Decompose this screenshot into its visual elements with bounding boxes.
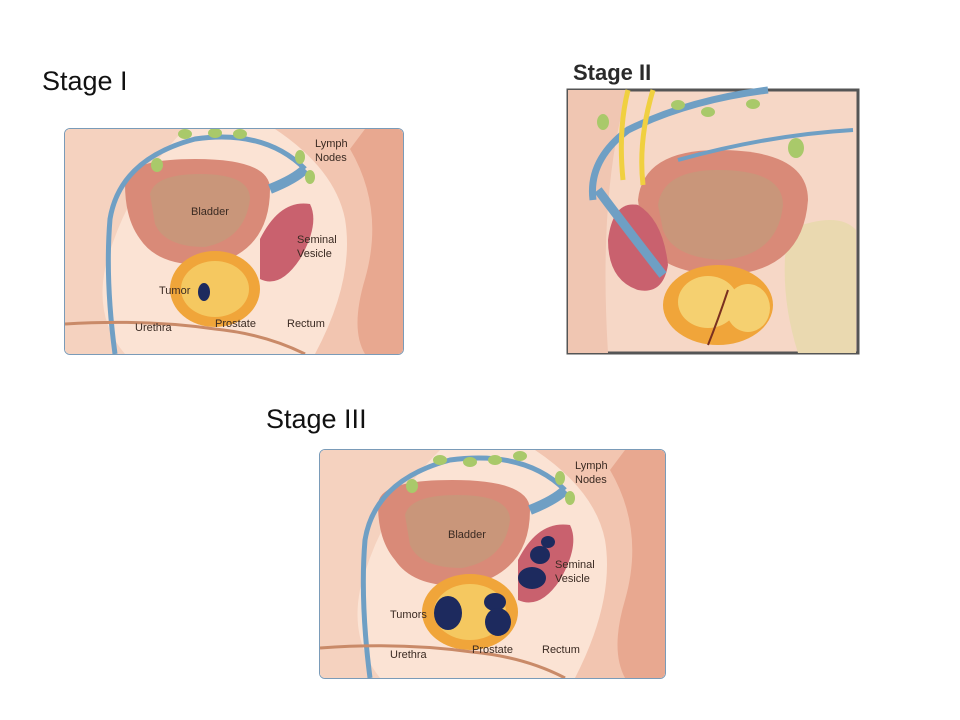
tumors-shape bbox=[434, 536, 555, 636]
label-bladder: Bladder bbox=[448, 529, 486, 541]
stage-3-heading: Stage III bbox=[266, 404, 367, 434]
label-lymph-1: Lymph bbox=[315, 138, 348, 150]
label-urethra: Urethra bbox=[390, 649, 428, 661]
label-prostate: Prostate bbox=[215, 318, 256, 330]
lymph-nodes-shape bbox=[406, 451, 575, 505]
stage-1-heading: Stage I bbox=[42, 66, 128, 96]
vessel-shape bbox=[105, 134, 307, 354]
label-seminal-2: Vesicle bbox=[555, 573, 590, 585]
lymph-nodes-shape bbox=[151, 129, 315, 184]
vessel-shape bbox=[360, 455, 567, 678]
tissue-shape bbox=[784, 220, 856, 353]
tumor-shape bbox=[198, 283, 210, 301]
label-prostate: Prostate bbox=[472, 644, 513, 656]
label-lymph-1: Lymph bbox=[575, 460, 608, 472]
label-tumor: Tumor bbox=[159, 285, 191, 297]
stage-2-illustration: Stage II bbox=[565, 56, 861, 356]
label-lymph-2: Nodes bbox=[315, 152, 347, 164]
stage-1-illustration: Lymph Nodes Bladder Seminal Vesicle Tumo… bbox=[64, 128, 404, 355]
vessel-shape bbox=[588, 86, 769, 201]
label-lymph-2: Nodes bbox=[575, 474, 607, 486]
stage-3-anatomy-diagram: Lymph Nodes Bladder Seminal Vesicle Tumo… bbox=[320, 450, 665, 678]
seminal-vesicle-shape bbox=[260, 203, 314, 282]
label-seminal-1: Seminal bbox=[297, 234, 337, 246]
stage-2-anatomy-diagram: Stage II bbox=[565, 56, 861, 356]
rectum-shape bbox=[350, 129, 403, 354]
label-bladder: Bladder bbox=[191, 206, 229, 218]
rectum-shape bbox=[610, 450, 665, 678]
stage-3-illustration: Lymph Nodes Bladder Seminal Vesicle Tumo… bbox=[319, 449, 666, 679]
stage-2-heading: Stage II bbox=[573, 60, 651, 85]
label-tumors: Tumors bbox=[390, 609, 427, 621]
label-rectum: Rectum bbox=[542, 644, 580, 656]
label-rectum: Rectum bbox=[287, 318, 325, 330]
label-seminal-1: Seminal bbox=[555, 559, 595, 571]
lymph-nodes-shape bbox=[597, 99, 804, 158]
stage-1-anatomy-diagram: Lymph Nodes Bladder Seminal Vesicle Tumo… bbox=[65, 129, 403, 354]
label-urethra: Urethra bbox=[135, 322, 173, 334]
label-seminal-2: Vesicle bbox=[297, 248, 332, 260]
